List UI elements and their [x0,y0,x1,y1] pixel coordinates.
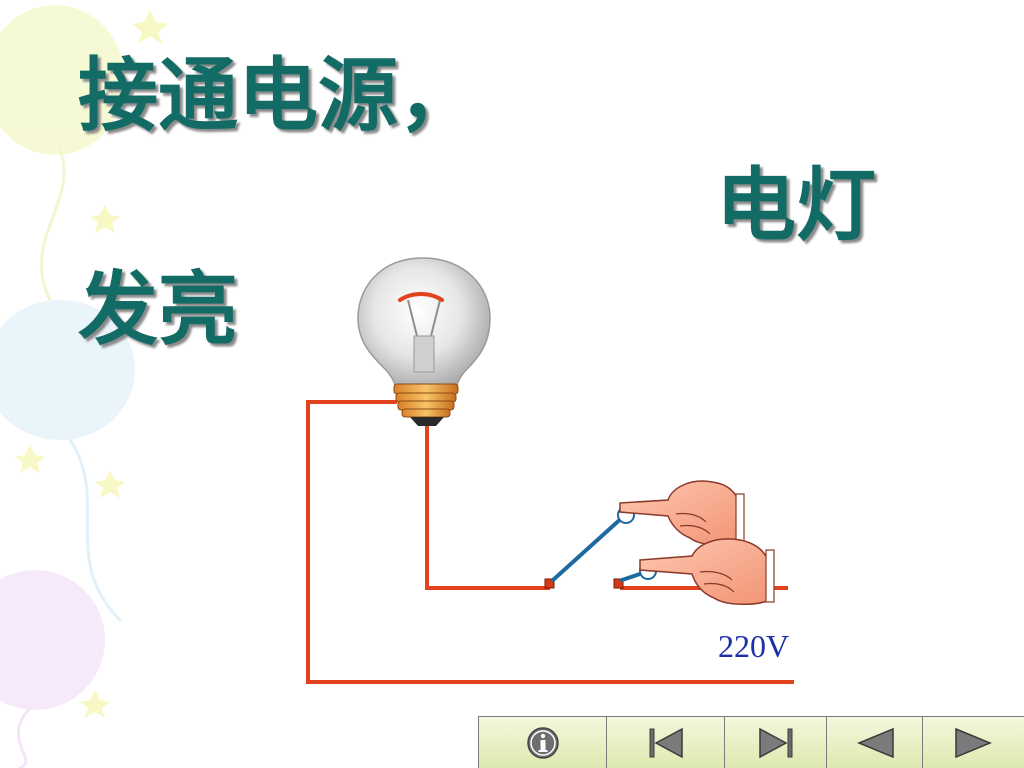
next-slide-button[interactable] [923,717,1024,768]
last-slide-icon [758,727,792,758]
info-button[interactable] [479,717,607,768]
wire-lamp-to-switch [425,423,550,590]
hand-upper-icon [619,480,745,546]
voltage-label: 220V [718,628,790,664]
filament [398,292,444,302]
previous-slide-button[interactable] [827,717,923,768]
first-slide-button[interactable] [607,717,725,768]
title-line-lights-up: 发亮 [78,263,238,356]
previous-slide-icon [856,727,894,758]
first-slide-icon [649,727,683,758]
light-bulb-icon [357,257,491,426]
slide-navigation-bar [478,716,1024,768]
switch-terminal-right [613,578,624,589]
switch-terminal-left [544,578,555,589]
hand-lower-icon [639,538,775,605]
wire-left-loop [306,400,794,684]
next-slide-icon [954,727,992,758]
title-line-connect-power: 接通电源， [78,49,478,142]
title-line-lamp: 电灯 [716,159,876,252]
last-slide-button[interactable] [725,717,827,768]
info-icon [526,726,559,759]
switch-blade-open [551,514,626,582]
